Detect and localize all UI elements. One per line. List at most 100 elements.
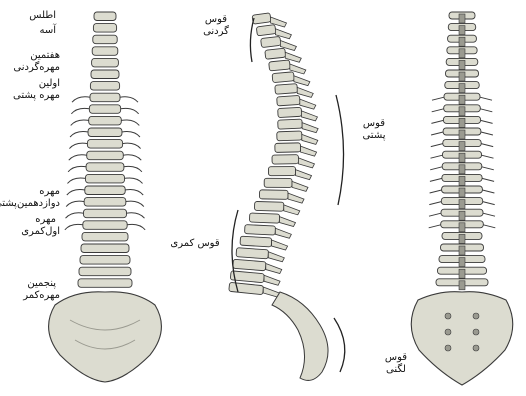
posterior-spinous-process [459, 84, 465, 93]
anterior-vertebra [85, 174, 124, 183]
cervical-curve-bracket [250, 18, 254, 62]
anterior-vertebra [87, 140, 122, 149]
anterior-vertebra [92, 58, 119, 67]
label-c7-line1: هفتمین [30, 50, 60, 61]
label-t12-line2: دوازدهمین‌پشتی [0, 198, 60, 209]
left-rib-stub [67, 178, 85, 183]
posterior-rib-stub [483, 213, 495, 216]
lateral-vertebral-body [268, 167, 295, 176]
label-l5-line1: پنجمین [27, 278, 56, 289]
posterior-rib-stub [429, 213, 441, 216]
right-rib-stub [120, 97, 138, 102]
spinous-process [300, 99, 316, 109]
posterior-spinous-process [459, 246, 465, 255]
anterior-sacrum [49, 292, 162, 382]
left-rib-stub [71, 120, 89, 125]
lateral-vertebral-body [229, 282, 264, 294]
lateral-vertebral-body [254, 201, 283, 211]
posterior-rib-stub [482, 167, 494, 170]
posterior-spinous-process [459, 142, 465, 151]
posterior-spinous-process [459, 95, 465, 104]
anterior-vertebra [87, 151, 124, 160]
posterior-rib-stub [430, 190, 442, 193]
left-rib-stub [65, 224, 83, 229]
spinous-process [301, 146, 317, 156]
posterior-rib-stub [482, 178, 494, 181]
posterior-spinous-process [459, 72, 465, 81]
left-rib-stub [66, 201, 84, 206]
posterior-rib-stub [480, 109, 492, 112]
label-thoracic-curve-1: قوس [354, 118, 394, 129]
posterior-rib-stub [431, 120, 443, 123]
posterior-rib-stub [430, 167, 442, 170]
anterior-vertebra [88, 128, 122, 137]
posterior-rib-stub [431, 132, 443, 135]
lateral-vertebral-body [249, 213, 279, 223]
spinous-process [288, 193, 304, 203]
sacral-foramen [445, 329, 451, 335]
posterior-spinous-process [459, 281, 465, 290]
lateral-vertebral-body [264, 178, 292, 187]
posterior-spinous-process [459, 188, 465, 197]
lateral-vertebral-body [233, 259, 266, 271]
posterior-rib-stub [431, 144, 443, 147]
posterior-rib-stub [482, 190, 494, 193]
lateral-vertebral-body [277, 131, 302, 141]
anterior-vertebra [78, 279, 132, 288]
posterior-spinous-process [459, 153, 465, 162]
spinous-process [268, 252, 284, 262]
label-axis: آسه [39, 25, 56, 36]
right-rib-stub [125, 190, 143, 195]
right-rib-stub [121, 108, 139, 113]
posterior-spinous-process [459, 130, 465, 139]
posterior-rib-stub [429, 202, 441, 205]
anterior-vertebra [93, 35, 117, 44]
spinous-process [296, 170, 312, 180]
anterior-vertebra [89, 116, 122, 125]
anterior-spine-view [49, 12, 162, 382]
posterior-spinous-process [459, 107, 465, 116]
posterior-rib-stub [482, 155, 494, 158]
posterior-rib-stub [481, 132, 493, 135]
lateral-vertebral-body [278, 107, 302, 117]
label-lumbar-curve: قوس کمری [160, 238, 230, 249]
anterior-vertebra [85, 186, 125, 195]
label-t1-line2: مهره پشتی [13, 90, 60, 101]
right-rib-stub [123, 143, 141, 148]
anterior-vertebra [84, 209, 127, 218]
posterior-spinous-process [459, 26, 465, 35]
posterior-spinous-process [459, 223, 465, 232]
lateral-vertebral-body [259, 190, 288, 199]
label-c7-line2: مهره‌گردنی [13, 62, 60, 73]
right-rib-stub [127, 224, 145, 229]
anterior-vertebra [83, 221, 127, 230]
anterior-vertebra [82, 232, 128, 241]
left-rib-stub [71, 108, 89, 113]
posterior-spinous-process [459, 211, 465, 220]
left-rib-stub [66, 213, 84, 218]
sacral-foramen [445, 313, 451, 319]
lateral-sacrum [272, 292, 328, 380]
left-rib-stub [69, 143, 87, 148]
posterior-rib-stub [430, 178, 442, 181]
anterior-vertebra [80, 256, 130, 265]
posterior-spinous-process [459, 60, 465, 69]
right-rib-stub [121, 120, 139, 125]
lateral-vertebral-body [245, 225, 276, 235]
lateral-vertebral-body [275, 143, 301, 153]
right-rib-stub [124, 166, 142, 171]
posterior-spinous-process [459, 118, 465, 127]
right-rib-stub [123, 155, 141, 160]
posterior-spinous-process [459, 234, 465, 243]
posterior-spinous-process [459, 14, 465, 23]
posterior-spinous-process [459, 269, 465, 278]
left-rib-stub [69, 155, 87, 160]
lateral-vertebral-body [269, 60, 291, 71]
lateral-vertebral-body [265, 48, 286, 59]
spinous-process [263, 287, 279, 297]
label-atlas: اطلس [29, 10, 56, 21]
spinous-process [279, 217, 295, 227]
label-thoracic-curve-2: پشتی [354, 130, 394, 141]
posterior-rib-stub [432, 109, 444, 112]
